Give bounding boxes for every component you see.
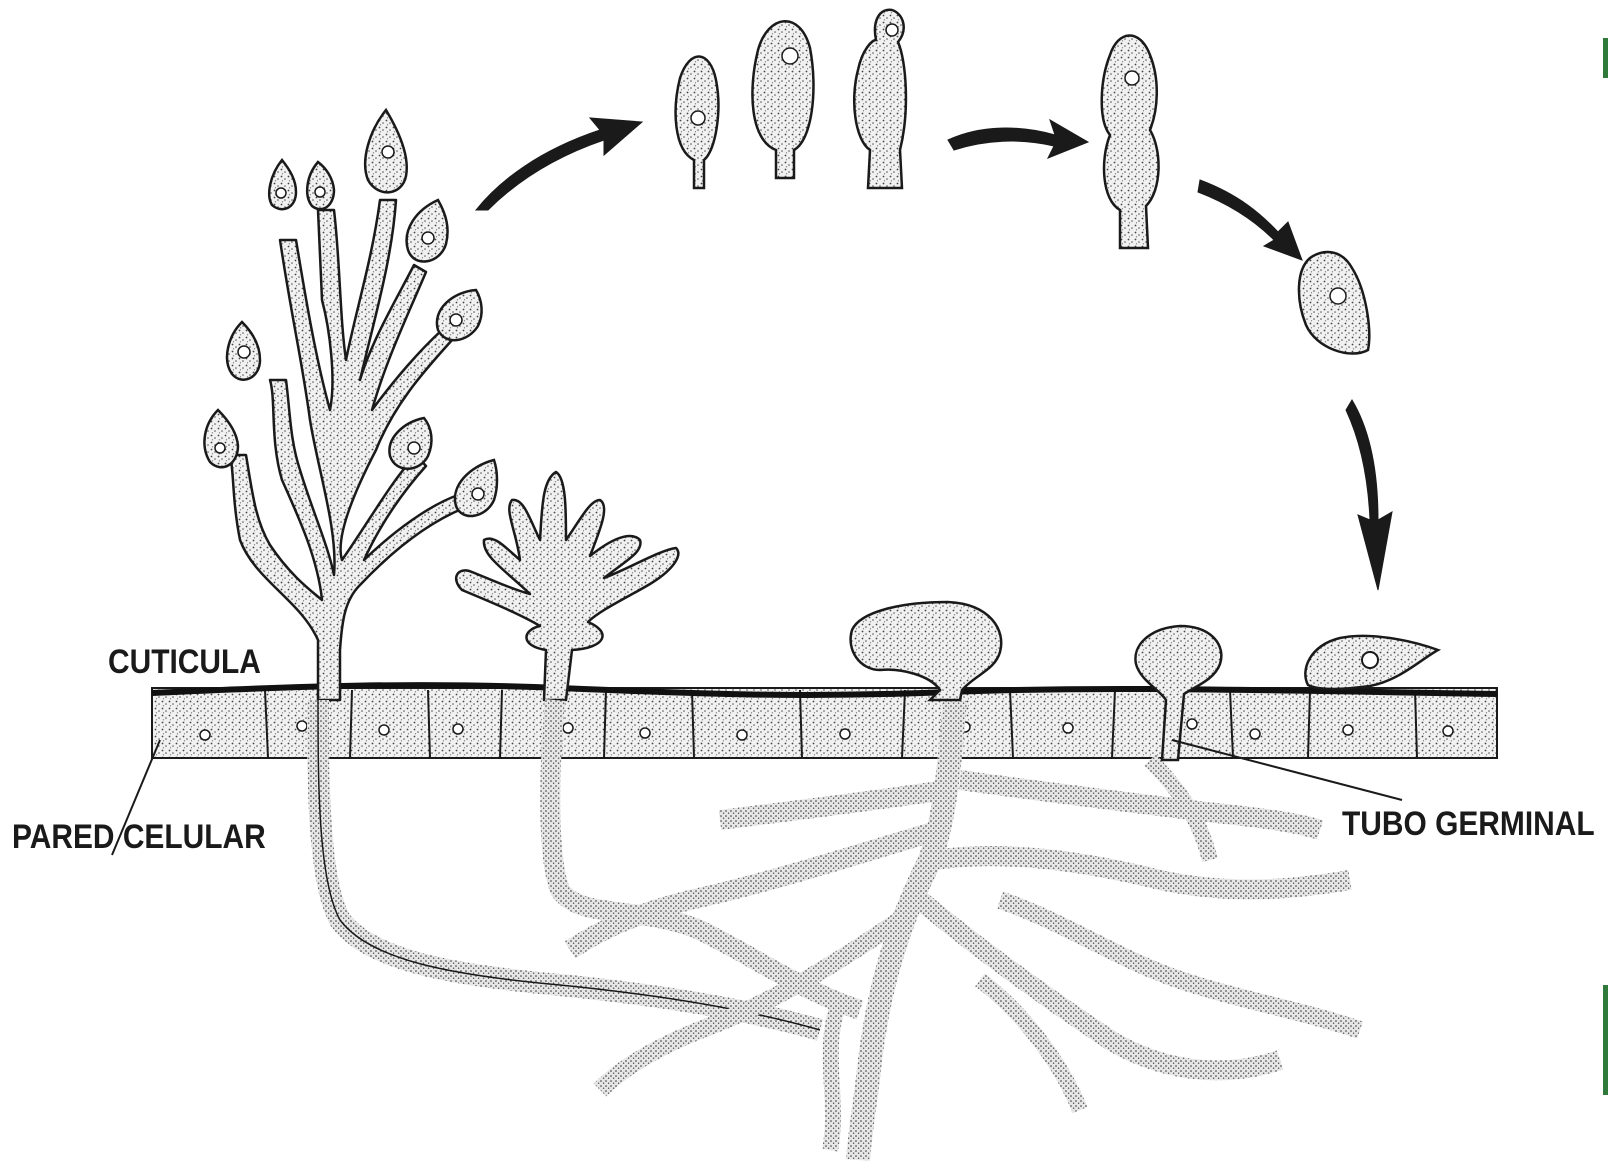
arrow-4 (1346, 400, 1392, 590)
spore-nucleus (1362, 652, 1378, 668)
label-cuticula: CUTICULA (108, 643, 261, 682)
label-tubo-germinal: TUBO GERMINAL (1342, 805, 1595, 844)
hyphae-network (318, 700, 1360, 1160)
epidermal-cell-layer (152, 688, 1497, 758)
cycle-arrows (476, 118, 1392, 590)
edge-accent-top (1603, 38, 1608, 78)
spore-development-sequence (676, 10, 1370, 354)
label-pared-celular: PARED CELULAR (12, 818, 266, 857)
edge-accent-bottom (1603, 985, 1608, 1095)
arrow-1 (476, 118, 642, 210)
arrow-2 (948, 120, 1088, 158)
arrow-3 (1198, 180, 1302, 260)
